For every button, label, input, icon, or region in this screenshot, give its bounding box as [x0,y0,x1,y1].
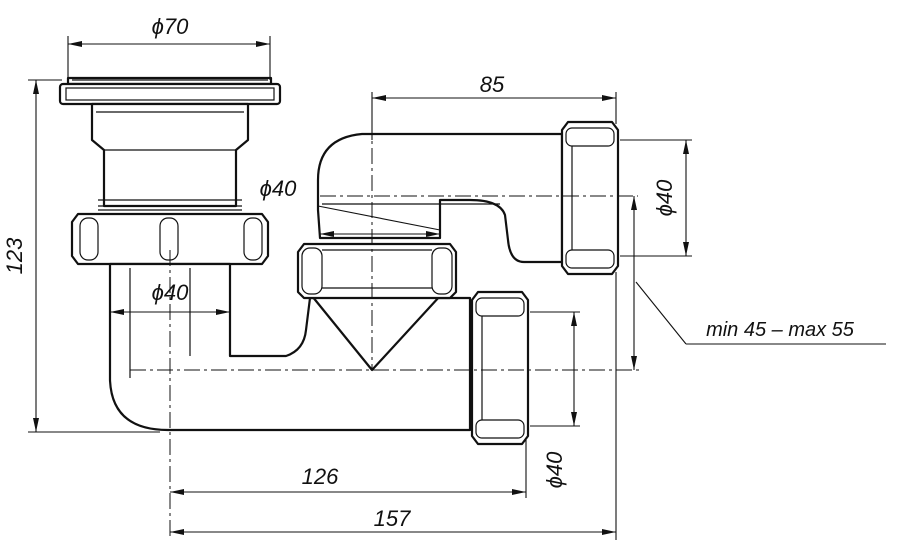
dim-top-flange-label: ϕ70 [152,14,189,39]
upper-bend-pipe [316,132,564,264]
dim-standpipe: ϕ40 [110,280,230,315]
dim-outlet-lower-label: ϕ40 [542,451,567,488]
center-union-nut [296,242,458,300]
dim-outlet-upper-label: ϕ40 [652,179,677,216]
dim-top-length: 85 [371,72,617,140]
upper-outlet-union-nut [560,120,620,276]
dim-top-flange: ϕ70 [67,14,271,80]
dim-top-length-label: 85 [480,72,505,97]
dim-inlet-top: ϕ40 [260,176,441,237]
lower-outlet-union-nut [470,290,530,446]
dim-overall-height-label: 123 [2,237,27,274]
dim-standpipe-label: ϕ40 [152,280,189,305]
dim-length-mid: 126 [170,440,527,498]
dim-overall-height: 123 [2,79,160,433]
drain-body [90,102,250,211]
dim-adjustable-range: min 45 – max 55 [631,196,886,370]
dim-length-mid-label: 126 [302,464,339,489]
dim-adjustable-range-label: min 45 – max 55 [706,319,855,341]
center-lines [130,94,640,540]
top-union-nut [70,212,270,266]
drain-flange [58,76,282,106]
dim-length-total: 157 [170,272,617,540]
dim-outlet-upper: ϕ40 [620,139,692,257]
dim-outlet-lower: ϕ40 [530,311,580,488]
dim-inlet-top-label: ϕ40 [260,176,297,201]
dim-length-total-label: 157 [374,506,411,531]
